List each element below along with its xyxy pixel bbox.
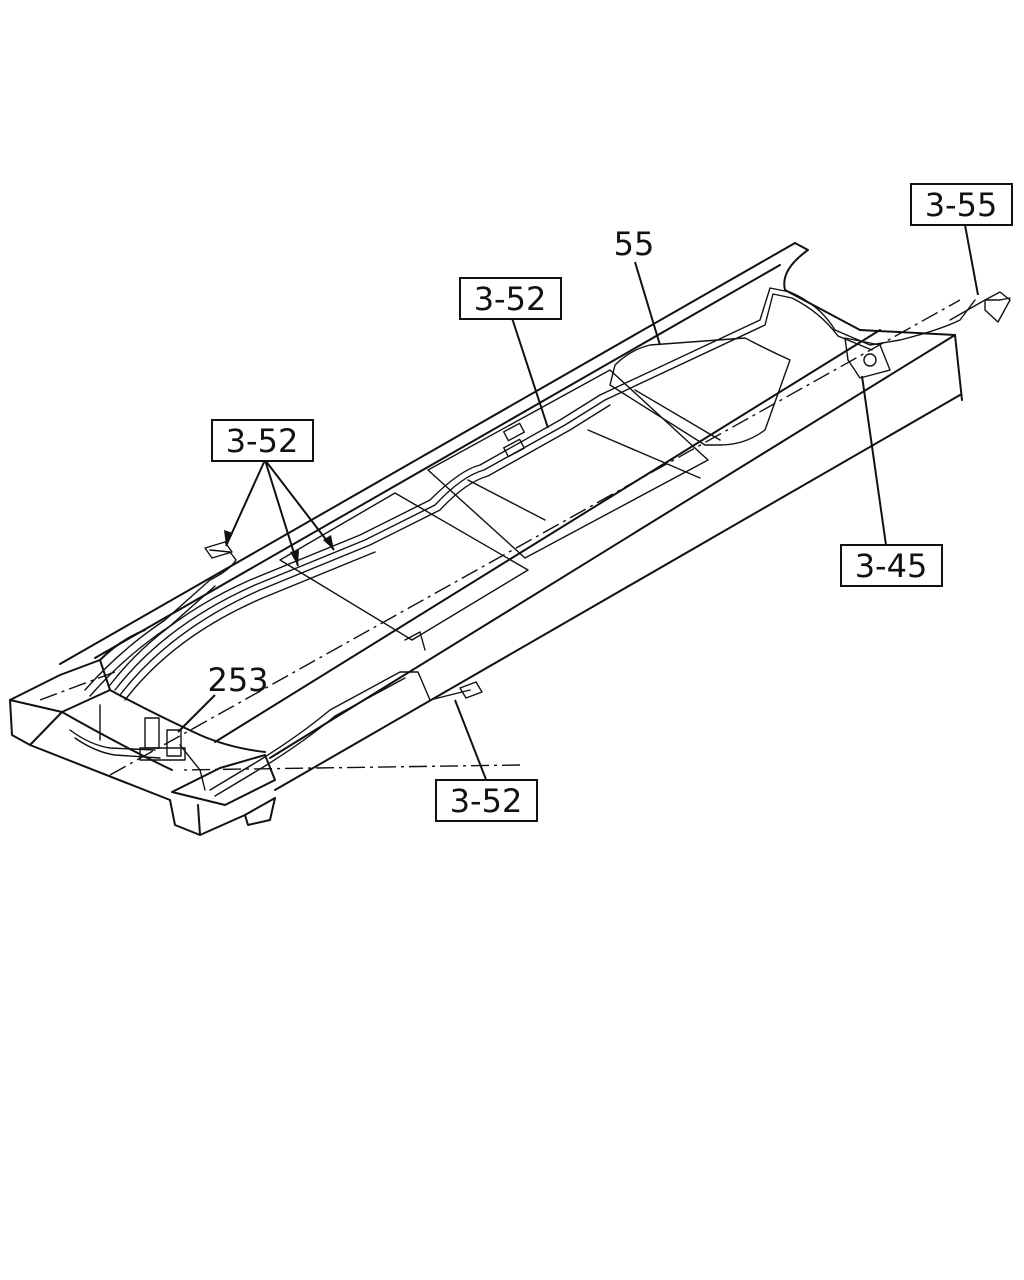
callout-3-52-top[interactable]: 3-52 [459,277,562,320]
callout-3-52-bottom-text: 3-52 [450,782,523,820]
chassis-frame [9,242,963,836]
callout-55-text: 55 [614,225,655,263]
callout-3-55[interactable]: 3-55 [910,183,1013,226]
callout-3-52-top-text: 3-52 [474,280,547,318]
callout-253-text: 253 [207,661,268,699]
callout-3-45[interactable]: 3-45 [840,544,943,587]
callout-253[interactable]: 253 [207,661,268,699]
leader-lines [177,224,979,783]
callout-3-52-left-text: 3-52 [226,422,299,460]
brake-pipe-lines [69,287,1011,797]
callout-3-45-text: 3-45 [855,547,928,585]
callout-3-52-left[interactable]: 3-52 [211,419,314,462]
callout-3-52-bottom[interactable]: 3-52 [435,779,538,822]
callout-3-55-text: 3-55 [925,186,998,224]
callout-55[interactable]: 55 [614,225,655,263]
